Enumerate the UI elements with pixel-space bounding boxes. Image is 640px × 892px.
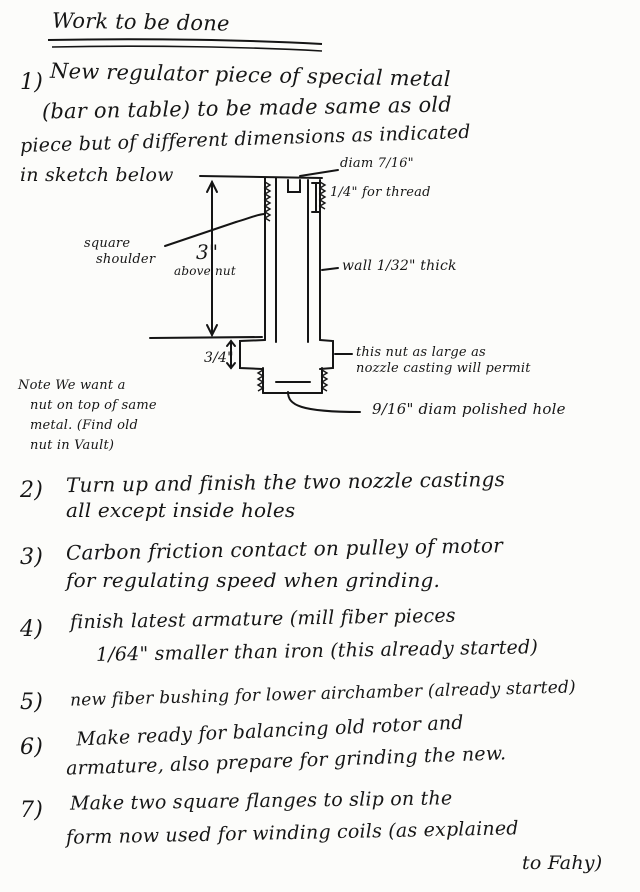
nut-note-line: nozzle casting will permit <box>356 361 531 376</box>
item-line: all except inside holes <box>66 498 296 522</box>
item-number: 4) <box>20 617 43 642</box>
note-line: Note We want a <box>18 378 126 393</box>
item-line: for regulating speed when grinding. <box>66 568 441 592</box>
nut-note-line: this nut as large as <box>356 345 486 360</box>
item-number: 3) <box>20 545 43 570</box>
note-line: nut in Vault) <box>30 438 115 453</box>
item-line: to Fahy) <box>522 852 603 874</box>
item-number: 5) <box>20 690 43 715</box>
hole-label: 9/16" diam polished hole <box>372 400 566 418</box>
item-number: 6) <box>20 735 43 760</box>
item-number: 1) <box>20 70 43 95</box>
item-number: 7) <box>20 798 43 823</box>
item-number: 2) <box>20 478 43 503</box>
note-line: nut on top of same <box>30 398 157 413</box>
height-label: 3" <box>196 240 219 264</box>
item-line: in sketch below <box>20 164 174 186</box>
shoulder-label: shoulder <box>96 252 156 267</box>
thread-label: 1/4" for thread <box>330 185 431 200</box>
nut-dimension-label: 3/4" <box>204 350 234 366</box>
diam-label: diam 7/16" <box>340 156 414 171</box>
square-label: square <box>84 236 131 251</box>
height-sub-label: above nut <box>174 264 236 278</box>
note-line: metal. (Find old <box>30 418 138 433</box>
wall-label: wall 1/32" thick <box>342 258 457 274</box>
